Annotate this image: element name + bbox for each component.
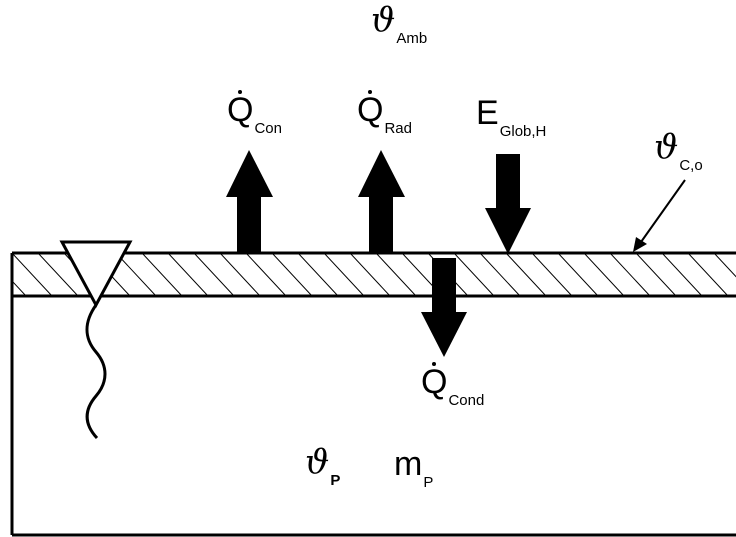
convection-label: QCon bbox=[227, 91, 282, 136]
pool-mass-label: mP bbox=[394, 445, 433, 490]
hatch-line bbox=[219, 253, 261, 296]
hatch-line bbox=[687, 253, 729, 296]
hatch-line bbox=[271, 253, 313, 296]
hatch-line bbox=[141, 253, 183, 296]
irradiance-symbol: E bbox=[476, 94, 499, 132]
pool-mass-symbol: m bbox=[394, 445, 423, 483]
hatch-line bbox=[245, 253, 287, 296]
radiation-arrow-icon bbox=[358, 150, 405, 252]
hatch-line bbox=[375, 253, 417, 296]
irradiance-label: EGlob,H bbox=[476, 94, 546, 139]
water-level-symbol-icon bbox=[59, 240, 133, 440]
radiation-subscript: Rad bbox=[384, 120, 412, 137]
hatch-line bbox=[37, 253, 79, 296]
pool-temp-subscript: P bbox=[330, 472, 341, 489]
hatch-line bbox=[479, 253, 521, 296]
hatch-line bbox=[531, 253, 573, 296]
ambient-temp-subscript: Amb bbox=[396, 30, 428, 47]
hatch-line bbox=[349, 253, 391, 296]
ambient-temp-symbol: ϑ bbox=[371, 0, 396, 40]
hatch-line bbox=[115, 253, 157, 296]
cover-temp-pointer-icon bbox=[633, 179, 686, 252]
hatch-line bbox=[661, 253, 703, 296]
hatch-line bbox=[193, 253, 235, 296]
hatch-line bbox=[167, 253, 209, 296]
pool-outline bbox=[10, 253, 736, 537]
cover-temp-symbol: ϑ bbox=[654, 127, 679, 167]
hatch-line bbox=[297, 253, 339, 296]
conduction-symbol: Q bbox=[421, 363, 448, 401]
radiation-label: QRad bbox=[357, 91, 412, 136]
hatch-line bbox=[583, 253, 625, 296]
hatch-line bbox=[12, 253, 53, 296]
hatch-line bbox=[12, 280, 27, 296]
cover-temp-label: ϑC,o bbox=[654, 127, 703, 173]
irradiance-subscript: Glob,H bbox=[499, 123, 547, 140]
hatch-line bbox=[713, 253, 736, 278]
conduction-subscript: Cond bbox=[448, 392, 485, 409]
irradiance-arrow-icon bbox=[485, 154, 531, 254]
ambient-temp-label: ϑAmb bbox=[371, 0, 427, 46]
conduction-label: QCond bbox=[421, 363, 484, 408]
hatch-line bbox=[323, 253, 365, 296]
convection-subscript: Con bbox=[254, 120, 282, 137]
pool-temp-label: ϑP bbox=[305, 442, 340, 488]
hatch-line bbox=[557, 253, 599, 296]
convection-symbol: Q bbox=[227, 91, 254, 129]
hatch-line bbox=[453, 253, 495, 296]
cover-layer bbox=[12, 251, 736, 298]
pool-mass-subscript: P bbox=[423, 474, 434, 491]
hatch-line bbox=[505, 253, 547, 296]
conduction-arrow-icon bbox=[421, 258, 467, 357]
hatch-line bbox=[635, 253, 677, 296]
radiation-symbol: Q bbox=[357, 91, 384, 129]
hatch-line bbox=[609, 253, 651, 296]
cover-temp-subscript: C,o bbox=[679, 157, 703, 174]
convection-arrow-icon bbox=[226, 150, 273, 252]
pool-temp-symbol: ϑ bbox=[305, 442, 330, 482]
